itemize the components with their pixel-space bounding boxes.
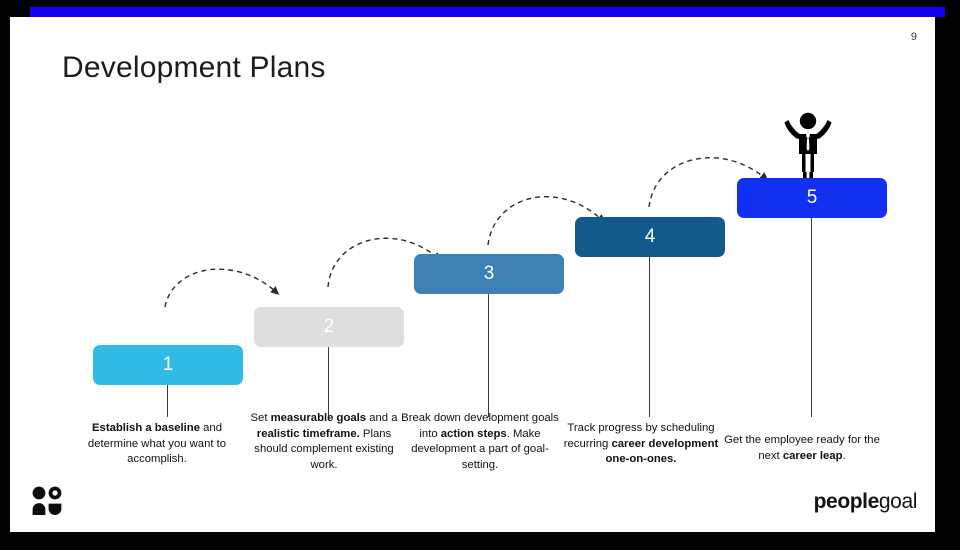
step-connector-5 xyxy=(811,218,812,417)
page-title: Development Plans xyxy=(62,51,326,84)
step-caption-5: Get the employee ready for the next care… xyxy=(724,434,880,462)
step-number-1: 1 xyxy=(162,354,174,375)
brand-logo-light: goal xyxy=(878,490,918,513)
step-connector-2 xyxy=(328,347,329,417)
step-number-4: 4 xyxy=(644,226,656,247)
users-icon xyxy=(32,486,62,515)
arrow-step-1-to-2 xyxy=(164,268,280,308)
step-box-3[interactable]: 3 xyxy=(414,254,564,294)
page-number: 9 xyxy=(910,31,917,43)
step-box-5[interactable]: 5 xyxy=(737,178,887,218)
step-connector-1 xyxy=(167,385,168,417)
celebrating-person-icon xyxy=(784,112,832,180)
step-box-2[interactable]: 2 xyxy=(254,307,404,347)
step-box-1[interactable]: 1 xyxy=(93,345,243,385)
step-caption-2: Set measurable goals and a realistic tim… xyxy=(250,412,398,471)
step-caption-4: Track progress by scheduling recurring c… xyxy=(563,422,719,465)
step-connector-3 xyxy=(488,294,489,417)
top-accent-bar xyxy=(30,7,945,17)
brand-logo: peoplegoal xyxy=(813,490,918,514)
step-caption-3: Break down development goals into action… xyxy=(401,412,559,471)
step-number-3: 3 xyxy=(483,263,495,284)
step-caption-1: Establish a baseline and determine what … xyxy=(87,422,227,465)
step-number-2: 2 xyxy=(323,316,335,337)
step-box-4[interactable]: 4 xyxy=(575,217,725,257)
slide-canvas: 9 Development Plans xyxy=(10,17,935,532)
step-connector-4 xyxy=(649,257,650,417)
brand-logo-strong: people xyxy=(813,490,880,513)
step-number-5: 5 xyxy=(806,187,818,208)
